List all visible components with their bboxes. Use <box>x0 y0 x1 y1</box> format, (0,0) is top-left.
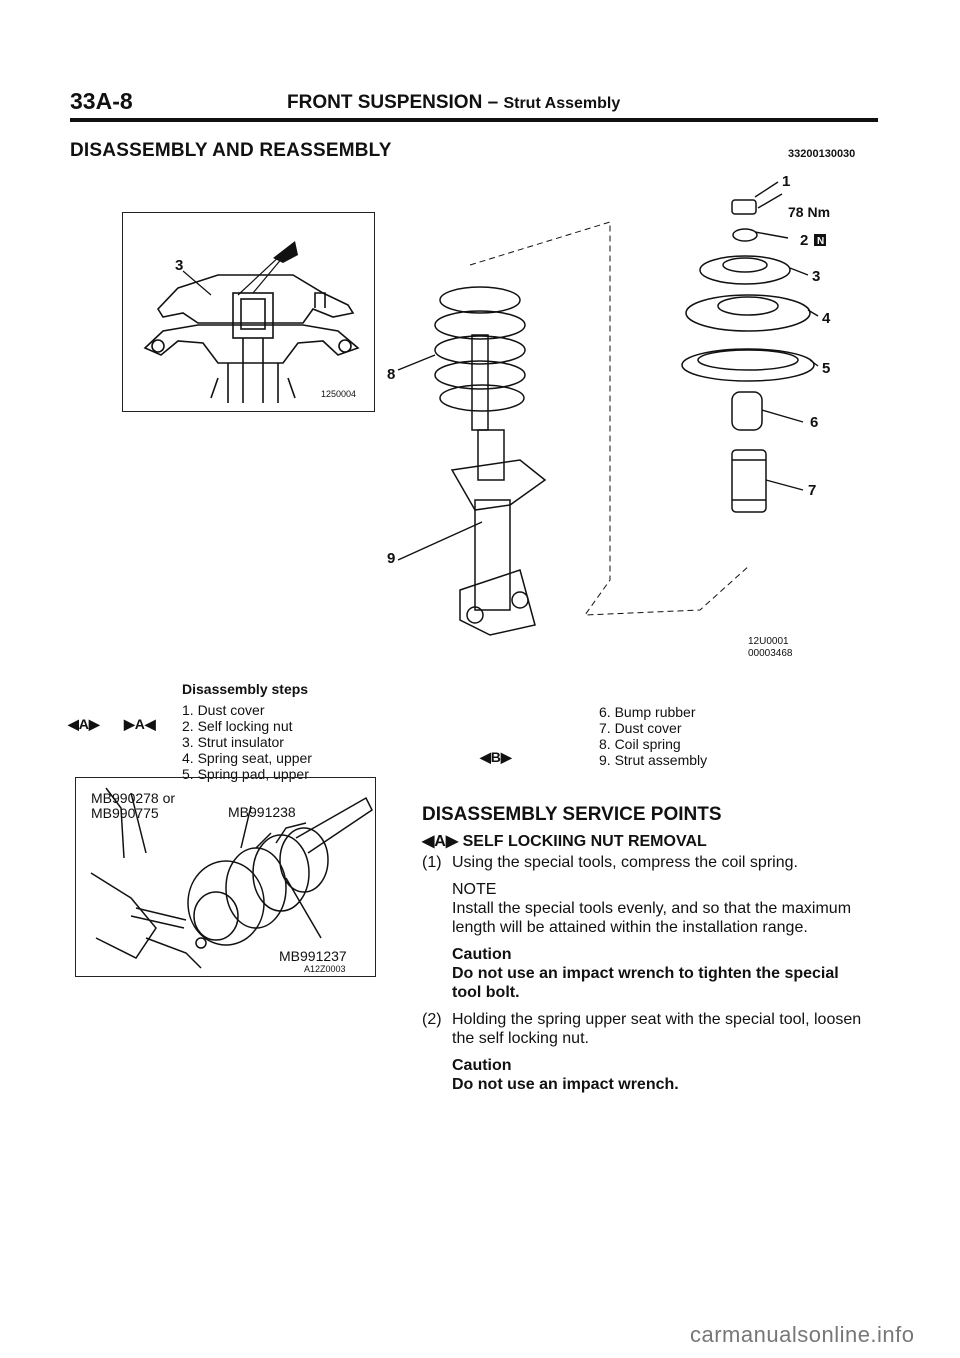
service-step-2-line-2: the self locking nut. <box>452 1030 589 1047</box>
inset-callout-3: 3 <box>175 257 184 274</box>
note-label: NOTE <box>452 881 497 898</box>
page-number: 33A-8 <box>70 88 133 114</box>
caution-1-line-2: tool bolt. <box>452 984 520 1001</box>
service-step-2-number: (2) <box>422 1011 442 1028</box>
service-marker-a: ◀A▶ <box>422 833 459 850</box>
document-code: 33200130030 <box>788 148 856 160</box>
step-item: 3. Strut insulator <box>182 734 284 750</box>
service-subtitle: ◀A▶ SELF LOCKIING NUT REMOVAL <box>422 831 707 851</box>
watermark: carmanualsonline.info <box>690 1322 915 1347</box>
caution-2-line-1: Do not use an impact wrench. <box>452 1076 679 1093</box>
callout-5: 5 <box>822 360 831 377</box>
step-item: 8. Coil spring <box>599 736 681 752</box>
steps-list-left: 1. Dust cover 2. Self locking nut 3. Str… <box>182 702 312 782</box>
service-step-2-line-1: Holding the spring upper seat with the s… <box>452 1011 862 1028</box>
callout-8: 8 <box>387 366 396 383</box>
figure-ref-code-1: 12U0001 <box>748 636 789 647</box>
header-rule <box>70 118 878 122</box>
service-subtitle-text: SELF LOCKIING NUT REMOVAL <box>462 833 707 850</box>
tool-label-c: MB991237 <box>279 948 347 964</box>
strut-exploded-illustration: N <box>397 181 826 636</box>
tool-figure-code: A12Z0003 <box>304 964 346 974</box>
note-line-2: length will be attained within the insta… <box>452 919 808 936</box>
steps-heading: Disassembly steps <box>182 681 309 697</box>
step-item: 4. Spring seat, upper <box>182 750 312 766</box>
tool-label-a-1: MB990278 or <box>91 790 176 806</box>
steps-list-right: 6. Bump rubber 7. Dust cover 8. Coil spr… <box>599 704 707 768</box>
callout-7: 7 <box>808 482 817 499</box>
caution-1-line-1: Do not use an impact wrench to tighten t… <box>452 965 839 982</box>
nut-nonreusable-mark: N <box>817 236 824 247</box>
callout-4: 4 <box>822 310 831 327</box>
callout-9: 9 <box>387 550 396 567</box>
torque-value: 78 Nm <box>788 204 831 220</box>
caution-2-label: Caution <box>452 1057 512 1074</box>
service-title: DISASSEMBLY SERVICE POINTS <box>422 804 722 825</box>
chapter-subtitle: Strut Assembly <box>503 95 621 112</box>
marker-a-disassembly: ◀A▶ <box>68 716 100 732</box>
service-step-1-number: (1) <box>422 854 442 871</box>
callout-1: 1 <box>782 173 791 190</box>
callout-2: 2 <box>800 232 809 249</box>
figure-ref-code-2: 00003468 <box>748 648 793 659</box>
marker-a-reassembly: ▶A◀ <box>124 716 156 732</box>
callout-6: 6 <box>810 414 819 431</box>
note-line-1: Install the special tools evenly, and so… <box>452 900 852 917</box>
step-item: 7. Dust cover <box>599 720 682 736</box>
exploded-view-figure: N 1 78 Nm 2 3 4 5 6 7 8 9 12U0001 000034… <box>370 170 890 670</box>
tool-figure: MB990278 or MB990775 MB991238 MB991237 A… <box>75 777 376 977</box>
step-item: 5. Spring pad, upper <box>182 766 309 782</box>
strut-mount-illustration <box>143 241 360 403</box>
service-step-1-text: Using the special tools, compress the co… <box>452 854 798 871</box>
spring-compressor-illustration <box>90 787 373 969</box>
title-dash: – <box>487 92 499 113</box>
tool-label-b: MB991238 <box>228 804 296 820</box>
marker-b-disassembly: ◀B▶ <box>480 749 512 765</box>
step-item: 6. Bump rubber <box>599 704 696 720</box>
inset-figure: 3 1250004 <box>122 212 375 412</box>
caution-1-label: Caution <box>452 946 512 963</box>
chapter-title: FRONT SUSPENSION <box>287 92 483 113</box>
step-item: 2. Self locking nut <box>182 718 293 734</box>
step-item: 9. Strut assembly <box>599 752 708 768</box>
section-title: DISASSEMBLY AND REASSEMBLY <box>70 140 392 161</box>
step-item: 1. Dust cover <box>182 702 265 718</box>
callout-3: 3 <box>812 268 821 285</box>
inset-code: 1250004 <box>321 389 357 399</box>
page-title: FRONT SUSPENSION – Strut Assembly <box>287 92 620 114</box>
tool-label-a-2: MB990775 <box>91 805 159 821</box>
